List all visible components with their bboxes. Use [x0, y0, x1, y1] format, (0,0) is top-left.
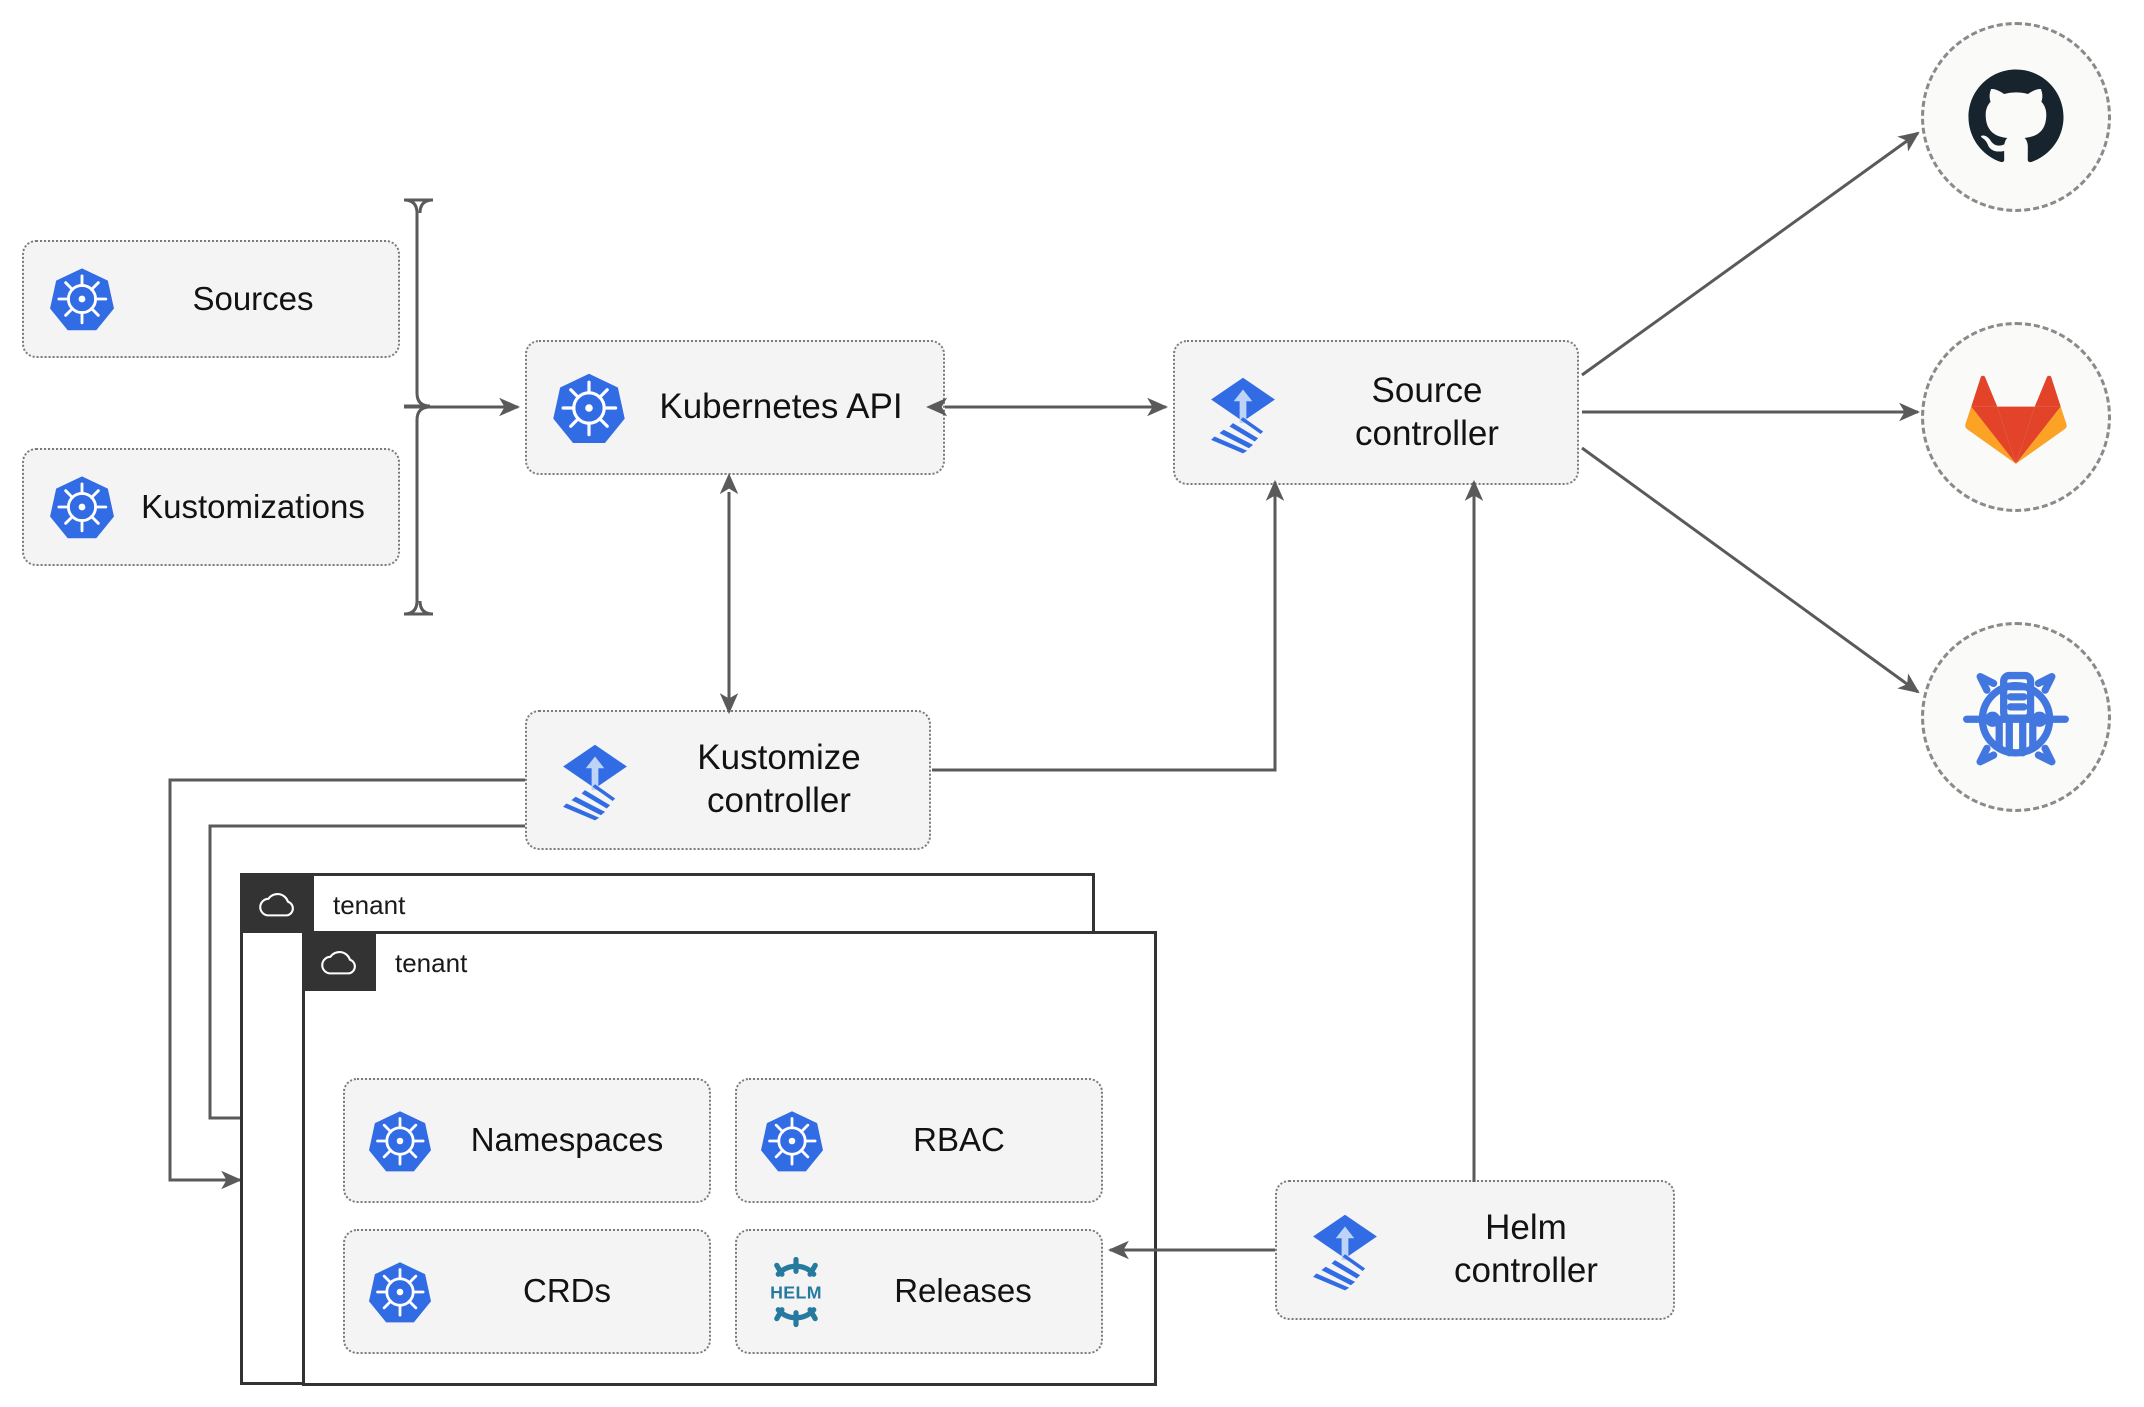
node-kustomizations[interactable]: Kustomizations: [22, 448, 400, 566]
node-sources[interactable]: Sources: [22, 240, 400, 358]
node-label: Sources: [192, 279, 314, 317]
resource-label: CRDs: [523, 1272, 611, 1310]
helm-repository-icon: [1963, 671, 2069, 766]
node-label: Kustomizations: [141, 487, 365, 525]
resource-namespaces[interactable]: Namespaces: [343, 1078, 711, 1203]
svg-text:HELM: HELM: [770, 1282, 822, 1302]
provider-helm-repository[interactable]: [1921, 622, 2111, 812]
edge-kustomize-to-source-controller: [932, 479, 1285, 772]
resource-label: Namespaces: [470, 1121, 664, 1159]
github-icon: [1968, 69, 2064, 163]
kubernetes-icon: [551, 370, 627, 446]
resource-crds[interactable]: CRDs: [343, 1229, 711, 1354]
bracket-bottom-half: [403, 405, 434, 616]
node-label: Helm controller: [1454, 1208, 1598, 1290]
cloud-icon: [321, 950, 356, 975]
node-label: Kubernetes API: [659, 387, 903, 427]
resource-releases[interactable]: HELM Releases: [735, 1229, 1103, 1354]
provider-github[interactable]: [1921, 22, 2111, 212]
tenant-label: tenant: [395, 947, 468, 978]
bracket-top-half: [403, 198, 434, 408]
node-kustomize-controller[interactable]: Kustomize controller: [525, 710, 931, 850]
kubernetes-icon: [367, 1259, 433, 1325]
tenant-label: tenant: [333, 889, 406, 920]
gitlab-icon: [1965, 375, 2067, 464]
flux-icon: [1303, 1208, 1387, 1292]
edge-source-controller-to-github: [1581, 131, 1920, 377]
resource-label: Releases: [894, 1272, 1032, 1310]
kubernetes-icon: [759, 1108, 825, 1174]
tenant-tab: [304, 933, 376, 991]
node-source-controller[interactable]: Source controller: [1173, 340, 1579, 485]
cloud-icon: [259, 892, 294, 917]
kubernetes-icon: [367, 1108, 433, 1174]
tenant-tab: [242, 875, 314, 933]
resource-label: RBAC: [913, 1121, 1005, 1159]
provider-gitlab[interactable]: [1921, 322, 2111, 512]
kubernetes-icon: [48, 473, 116, 541]
helm-icon: HELM: [759, 1255, 833, 1329]
resource-rbac[interactable]: RBAC: [735, 1078, 1103, 1203]
node-label: Kustomize controller: [697, 738, 861, 820]
edge-source-controller-to-helm-repository: [1581, 446, 1920, 694]
kubernetes-icon: [48, 265, 116, 333]
flux-icon: [1201, 371, 1285, 455]
node-kubernetes-api[interactable]: Kubernetes API: [525, 340, 945, 475]
node-label: Source controller: [1355, 370, 1499, 453]
flux-icon: [553, 738, 637, 822]
tenant-box-inner[interactable]: tenant: [302, 931, 1157, 1386]
node-helm-controller[interactable]: Helm controller: [1275, 1180, 1675, 1320]
